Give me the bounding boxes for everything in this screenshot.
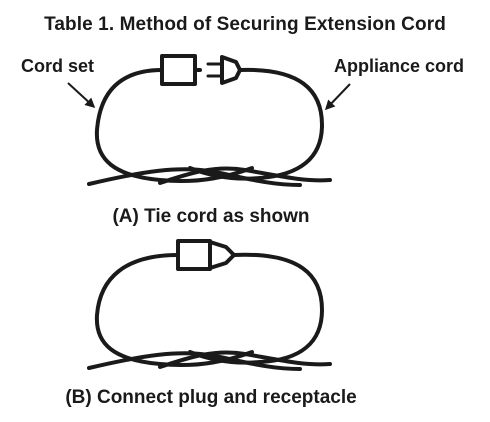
cord-set-arrow	[67, 82, 96, 109]
diagram-a	[87, 54, 332, 187]
cord-set-tail-a	[87, 167, 302, 187]
plug-b	[208, 240, 236, 270]
caption-a: (A) Tie cord as shown	[112, 206, 310, 227]
figure-title: Table 1. Method of Securing Extension Co…	[44, 14, 446, 35]
appliance-cord-loop-b	[188, 252, 324, 365]
appliance-cord-label: Appliance cord	[334, 56, 465, 76]
cord-set-loop-b	[94, 253, 254, 368]
appliance-cord-tail-b	[158, 350, 332, 369]
caption-b: (B) Connect plug and receptacle	[65, 387, 357, 408]
appliance-cord-loop-a	[188, 67, 324, 181]
appliance-cord-tail-a	[158, 166, 332, 185]
cord-set-tail-b	[87, 351, 302, 371]
receptacle-a	[160, 54, 197, 86]
receptacle-b	[176, 239, 212, 271]
cord-set-label: Cord set	[21, 56, 95, 76]
diagram-b	[87, 239, 332, 371]
cord-set-loop-a	[94, 68, 254, 184]
appliance-cord-arrow	[324, 83, 351, 111]
plug-a	[220, 55, 242, 85]
